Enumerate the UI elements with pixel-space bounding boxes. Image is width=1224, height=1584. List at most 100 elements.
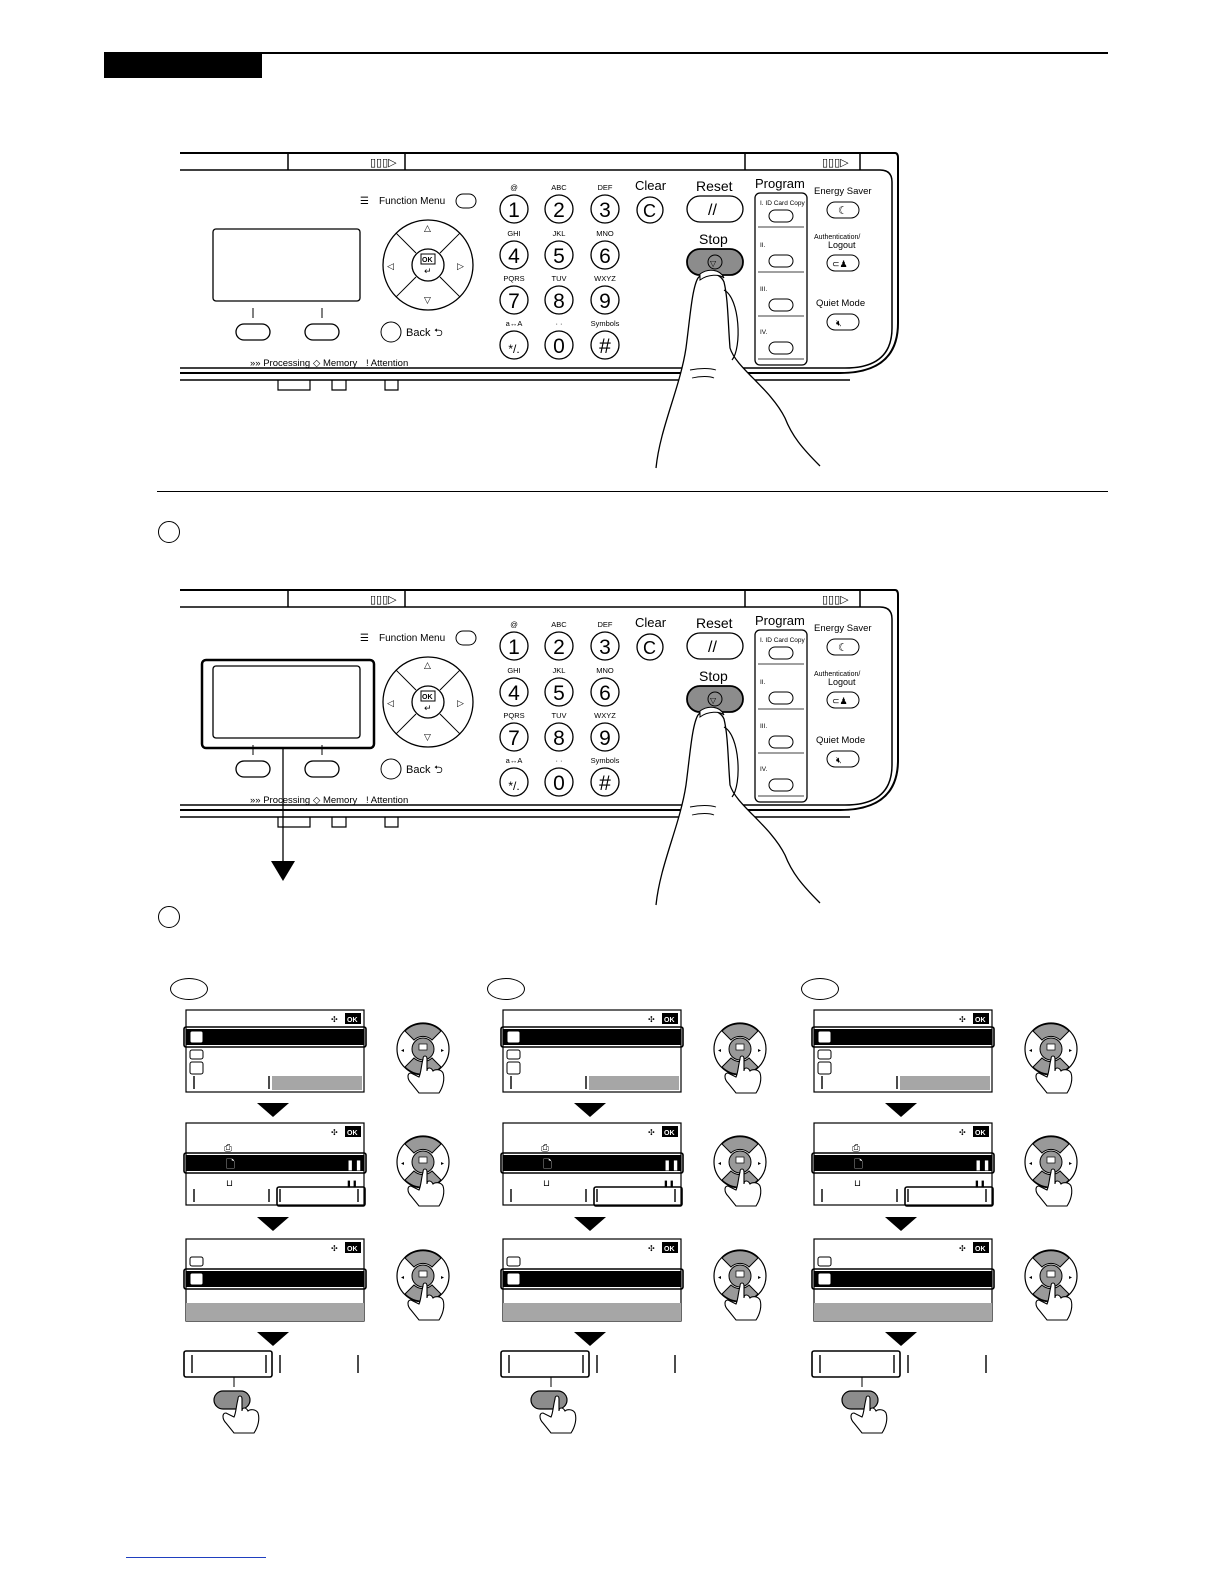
login-key <box>826 254 860 272</box>
stop-label: Stop <box>699 231 728 247</box>
ok-key-icon <box>1046 1156 1056 1164</box>
down-arrow-icon <box>574 1217 606 1231</box>
case-marker-b <box>487 978 525 1000</box>
program-keys-frame <box>754 192 808 366</box>
key-digit: 6 <box>599 245 611 268</box>
cursor-key-divider <box>395 669 417 691</box>
finger-pointer-icon <box>222 1395 260 1434</box>
row-checkbox <box>506 1030 521 1044</box>
selected-row <box>503 1155 681 1171</box>
section-separator <box>157 491 1108 492</box>
soft-key-highlight <box>183 1350 273 1378</box>
ok-key-icon <box>420 253 436 265</box>
panel-frame <box>180 589 899 811</box>
cursor-key-divider <box>439 232 461 254</box>
finger-pointer-icon <box>850 1395 888 1434</box>
stop-icon <box>707 691 723 707</box>
finger-pointer-icon <box>724 1055 762 1094</box>
tray-icon: ⊔ <box>543 1178 550 1188</box>
ok-key-icon <box>735 1043 745 1051</box>
procedure-sequence-c: ✣OK✣OK⎙🗋❚❚⊔❚❚✣OK◂▸◂▸◂▸ <box>811 1009 1078 1434</box>
up-key <box>404 1250 442 1268</box>
job-icon: ⎙ <box>541 1143 549 1154</box>
reset-label: Reset <box>696 178 733 194</box>
row-highlight-frame <box>500 1152 684 1174</box>
row-highlight-frame <box>183 1268 367 1290</box>
gray-status-bar <box>814 1303 992 1321</box>
document-icon: 🗋 <box>854 1159 863 1171</box>
gray-status-bar <box>900 1076 990 1090</box>
back-arrow-icon: ⮌ <box>434 764 443 776</box>
finger-pointer-icon <box>1035 1168 1073 1207</box>
ok-label: OK <box>422 694 433 701</box>
up-key <box>404 1023 442 1041</box>
energy-saver-key <box>826 201 860 219</box>
pause-icon: ❚❚ <box>663 1180 675 1188</box>
row-checkbox <box>817 1030 832 1044</box>
quiet-mode-label: Quiet Mode <box>816 298 865 309</box>
key-letters: JKL <box>553 666 566 675</box>
left-arrow-icon: ◂ <box>1029 1048 1032 1054</box>
key-digit: 5 <box>553 245 565 268</box>
program-key <box>768 735 794 749</box>
left-arrow-icon: ◂ <box>1029 1275 1032 1281</box>
clear-key <box>636 633 664 661</box>
stop-icon <box>707 254 723 270</box>
stop-label: Stop <box>699 668 728 684</box>
key-letters: WXYZ <box>594 274 616 283</box>
clear-label: Clear <box>635 615 667 630</box>
row-checkbox <box>189 1061 204 1075</box>
cursor-key-divider <box>439 669 461 691</box>
quiet-mode-key <box>826 750 860 768</box>
key-letters: WXYZ <box>594 711 616 720</box>
gray-status-bar <box>589 1076 679 1090</box>
energy-saver-label: Energy Saver <box>814 623 872 634</box>
enter-icon: ↵ <box>424 266 432 276</box>
soft-key-bracket <box>508 1355 584 1373</box>
cursor-key-divider <box>395 713 417 735</box>
clear-icon: C <box>643 638 656 658</box>
panel-inner-frame <box>180 169 893 369</box>
ok-key <box>411 685 445 719</box>
numeric-key <box>544 285 574 315</box>
quiet-icon: 🔇︎ <box>836 755 842 765</box>
row-highlight-frame <box>500 1268 684 1290</box>
document-icon: 🗋 <box>226 1159 235 1171</box>
left-select-key <box>235 760 271 778</box>
numeric-key <box>544 722 574 752</box>
key-digit: 5 <box>553 682 565 705</box>
cursor-icon: ✣ <box>331 1244 338 1253</box>
finger-pointer-icon <box>407 1055 445 1094</box>
finger-pointer-icon <box>1035 1282 1073 1321</box>
function-menu-label: Function Menu <box>379 633 445 644</box>
tray-icon: ⊔ <box>854 1178 861 1188</box>
cursor-arrow-icon: ◁ <box>387 698 394 708</box>
key-digit: */. <box>508 342 519 356</box>
row-highlight-frame <box>811 1026 995 1048</box>
row-checkbox <box>817 1049 832 1060</box>
finger-pointer-icon <box>1035 1055 1073 1094</box>
key-digit: 3 <box>599 636 611 659</box>
cursor-arrow-icon: ▽ <box>424 295 431 305</box>
pause-icon: ❚❚ <box>663 1160 680 1171</box>
numeric-key <box>499 677 529 707</box>
numeric-key <box>590 240 620 270</box>
reset-label: Reset <box>696 615 733 631</box>
row-checkbox <box>506 1049 521 1060</box>
program-key <box>768 209 794 223</box>
key-digit: 2 <box>553 199 565 222</box>
numeric-key <box>499 767 529 797</box>
numeric-key <box>590 330 620 360</box>
gray-status-bar <box>186 1303 364 1321</box>
operation-panel-top: ▯▯▯▷▯▯▯▷☰Function MenuOK↵△▽◁▷Back⮌@1ABC2… <box>180 152 899 469</box>
back-key <box>380 321 402 343</box>
operation-panel-bottom: ▯▯▯▷▯▯▯▷☰Function MenuOK↵△▽◁▷Back⮌@1ABC2… <box>180 589 899 906</box>
key-digit: 4 <box>508 245 520 268</box>
selected-row <box>814 1029 992 1045</box>
auth-label-1: Authentication/ <box>814 671 860 678</box>
key-letters: @ <box>510 183 518 192</box>
numeric-key <box>544 631 574 661</box>
up-key <box>404 1136 442 1154</box>
soft-key-bracket <box>510 1189 587 1202</box>
numeric-key <box>590 767 620 797</box>
